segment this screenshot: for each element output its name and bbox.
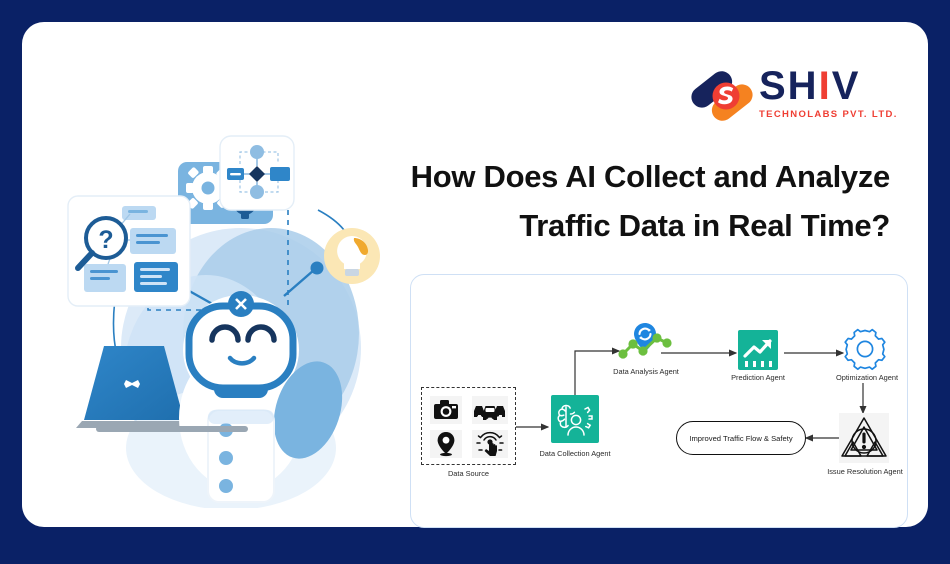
data-analysis-agent-label: Data Analysis Agent	[613, 367, 679, 376]
prediction-agent-label: Prediction Agent	[731, 373, 785, 382]
prediction-agent-node	[738, 330, 778, 370]
data-source-label: Data Source	[447, 469, 490, 478]
title-line-2: Traffic Data in Real Time?	[519, 208, 890, 243]
data-collection-agent-node	[551, 395, 599, 443]
desk-surface	[96, 426, 248, 432]
flowchart-card	[219, 135, 295, 211]
outcome-pill: Improved Traffic Flow & Safety	[676, 421, 806, 455]
issue-resolution-agent-node	[839, 413, 889, 463]
svg-text:?: ?	[98, 226, 113, 254]
page-title: How Does AI Collect and Analyze Traffic …	[330, 152, 891, 250]
edge-collection-to-analysis	[574, 347, 621, 395]
traffic-cars-icon	[472, 396, 508, 424]
ai-robot-illustration: ?	[56, 118, 406, 508]
optimization-agent-node	[843, 327, 887, 371]
data-collection-agent-label: Data Collection Agent	[539, 449, 611, 458]
logo-wordmark: SHIV TECHNOLABS PVT. LTD.	[759, 64, 899, 120]
lightbulb-badge	[324, 228, 380, 284]
shiv-capsule-mark	[691, 71, 753, 121]
location-pin-icon	[430, 430, 462, 458]
issue-resolution-agent-label: Issue Resolution Agent	[827, 467, 903, 476]
robot-arm	[273, 361, 343, 459]
warning-triangle-icon	[841, 417, 887, 457]
robot-antenna-right	[283, 269, 315, 297]
robot-eyes	[209, 324, 277, 343]
data-analysis-agent-node	[617, 321, 675, 365]
optimization-agent-label: Optimization Agent	[835, 373, 899, 382]
title-line-1: How Does AI Collect and Analyze	[410, 159, 891, 194]
robot-antenna-dot-right	[310, 261, 324, 275]
camera-icon	[430, 396, 462, 424]
pin-refresh-chart-icon	[618, 323, 672, 359]
magnifier-question-icon: ?	[75, 216, 128, 271]
shiv-technolabs-logo: SHIV TECHNOLABS PVT. LTD.	[691, 64, 896, 126]
gears-icon	[186, 166, 230, 210]
robot-smile	[227, 355, 257, 366]
data-source-box	[421, 387, 516, 465]
flow-arrows	[516, 347, 867, 442]
main-card: SHIV TECHNOLABS PVT. LTD. How Does AI Co…	[22, 22, 928, 528]
robot-badge-x-icon	[235, 298, 247, 310]
ai-traffic-agent-flow: Data Source Data Collection Agent	[410, 274, 908, 528]
robot-face-plate	[185, 302, 297, 392]
search-question-card: ?	[67, 195, 191, 307]
brain-gear-person-icon	[557, 404, 593, 436]
laptop-logo-icon	[124, 380, 140, 388]
logo-tagline: TECHNOLABS PVT. LTD.	[759, 109, 898, 120]
logo-name: SHIV	[759, 64, 861, 108]
trend-up-chart-icon	[743, 339, 772, 367]
gear-outline-icon	[844, 328, 886, 371]
sensor-touch-icon	[472, 430, 508, 458]
robot-clipboard	[207, 409, 275, 503]
robot-character	[96, 291, 343, 503]
